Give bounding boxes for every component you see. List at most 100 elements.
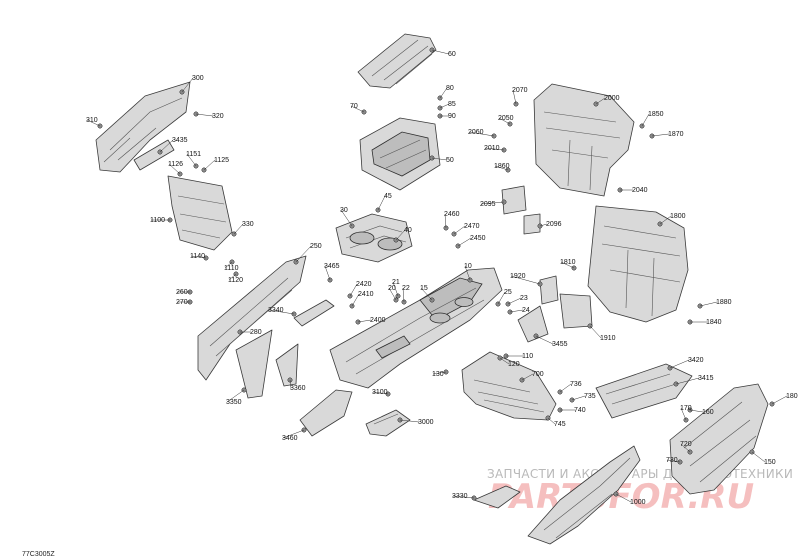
callout-300[interactable]: 300 [192, 75, 204, 82]
callout-25[interactable]: 25 [504, 289, 512, 296]
callout-130[interactable]: 130 [432, 371, 444, 378]
callout-80[interactable]: 80 [446, 85, 454, 92]
callout-3330[interactable]: 3330 [452, 493, 468, 500]
callout-1810[interactable]: 1810 [560, 259, 576, 266]
callout-1880[interactable]: 1880 [716, 299, 732, 306]
callout-260[interactable]: 260 [176, 289, 188, 296]
callout-740[interactable]: 740 [574, 407, 586, 414]
callout-310[interactable]: 310 [86, 117, 98, 124]
callout-2096[interactable]: 2096 [546, 221, 562, 228]
callout-1870[interactable]: 1870 [668, 131, 684, 138]
callout-21[interactable]: 21 [392, 279, 400, 286]
callout-1910[interactable]: 1910 [600, 335, 616, 342]
callout-745[interactable]: 745 [554, 421, 566, 428]
part-bottom-cover[interactable] [527, 445, 641, 545]
part-rear-lower-panel[interactable] [587, 205, 689, 323]
callout-2410[interactable]: 2410 [358, 291, 374, 298]
callout-1840[interactable]: 1840 [706, 319, 722, 326]
callout-1850[interactable]: 1850 [648, 111, 664, 118]
part-seat-cover[interactable] [357, 33, 437, 89]
callout-2470[interactable]: 2470 [464, 223, 480, 230]
callout-3350[interactable]: 3350 [226, 399, 242, 406]
part-center-console[interactable] [329, 267, 503, 389]
callout-45[interactable]: 45 [384, 193, 392, 200]
callout-85[interactable]: 85 [448, 101, 456, 108]
callout-3340[interactable]: 3340 [268, 307, 284, 314]
part-storage-tray[interactable] [359, 117, 441, 191]
callout-2060[interactable]: 2060 [468, 129, 484, 136]
callout-30[interactable]: 30 [340, 207, 348, 214]
callout-60[interactable]: 60 [448, 51, 456, 58]
part-lower-piece-3330[interactable] [473, 485, 521, 509]
callout-40[interactable]: 40 [404, 227, 412, 234]
callout-70[interactable]: 70 [350, 103, 358, 110]
callout-150[interactable]: 150 [764, 459, 776, 466]
part-console-guard[interactable] [335, 213, 413, 263]
part-left-rear-panel[interactable] [95, 81, 191, 173]
callout-3000[interactable]: 3000 [418, 419, 434, 426]
callout-1151[interactable]: 1151 [186, 151, 201, 158]
callout-1000[interactable]: 1000 [630, 499, 646, 506]
callout-2450[interactable]: 2450 [470, 235, 486, 242]
callout-330[interactable]: 330 [242, 221, 254, 228]
callout-1140[interactable]: 1140 [190, 253, 205, 260]
callout-23[interactable]: 23 [520, 295, 528, 302]
callout-90[interactable]: 90 [448, 113, 456, 120]
callout-24[interactable]: 24 [522, 307, 530, 314]
callout-250[interactable]: 250 [310, 243, 322, 250]
callout-1800[interactable]: 1800 [670, 213, 686, 220]
part-bracket-3435[interactable] [133, 139, 175, 171]
part-small-plates[interactable] [501, 185, 593, 343]
callout-10[interactable]: 10 [464, 263, 472, 270]
callout-2010[interactable]: 2010 [484, 145, 500, 152]
callout-3420[interactable]: 3420 [688, 357, 704, 364]
callout-1100[interactable]: 1100 [150, 217, 165, 224]
callout-110[interactable]: 110 [522, 353, 533, 360]
part-left-lower-trim[interactable] [235, 299, 335, 399]
callout-1125[interactable]: 1125 [214, 157, 229, 164]
callout-2460[interactable]: 2460 [444, 211, 460, 218]
callout-1110[interactable]: 1110 [224, 265, 239, 272]
callout-270[interactable]: 270 [176, 299, 188, 306]
callout-1120[interactable]: 1120 [228, 277, 243, 284]
callout-22[interactable]: 22 [402, 285, 410, 292]
callout-20[interactable]: 20 [388, 285, 396, 292]
callout-1920[interactable]: 1920 [510, 273, 526, 280]
part-bin-3000[interactable] [365, 409, 411, 437]
callout-2070[interactable]: 2070 [512, 87, 528, 94]
callout-280[interactable]: 280 [250, 329, 262, 336]
callout-3100[interactable]: 3100 [372, 389, 388, 396]
callout-2000[interactable]: 2000 [604, 95, 620, 102]
callout-3460[interactable]: 3460 [282, 435, 298, 442]
callout-2420[interactable]: 2420 [356, 281, 372, 288]
part-lower-trim-3460[interactable] [299, 389, 353, 437]
callout-730[interactable]: 730 [666, 457, 678, 464]
callout-3415[interactable]: 3415 [698, 375, 714, 382]
part-right-side-panels[interactable] [595, 363, 769, 495]
part-rear-tub[interactable] [461, 351, 557, 421]
callout-3455[interactable]: 3455 [552, 341, 568, 348]
callout-170[interactable]: 170 [680, 405, 692, 412]
callout-3465[interactable]: 3465 [324, 263, 340, 270]
callout-3435[interactable]: 3435 [172, 137, 188, 144]
callout-3360[interactable]: 3360 [290, 385, 306, 392]
part-left-side-panel[interactable] [197, 255, 307, 381]
callout-736[interactable]: 736 [570, 381, 582, 388]
callout-700[interactable]: 700 [532, 371, 544, 378]
callout-1860[interactable]: 1860 [494, 163, 510, 170]
callout-2040[interactable]: 2040 [632, 187, 648, 194]
callout-120[interactable]: 120 [508, 361, 520, 368]
callout-15[interactable]: 15 [420, 285, 428, 292]
callout-1126[interactable]: 1126 [168, 161, 183, 168]
callout-2050[interactable]: 2050 [498, 115, 514, 122]
part-left-inner-panel[interactable] [167, 175, 233, 251]
callout-2400[interactable]: 2400 [370, 317, 386, 324]
callout-720[interactable]: 720 [680, 441, 692, 448]
callout-320[interactable]: 320 [212, 113, 224, 120]
callout-50[interactable]: 50 [446, 157, 454, 164]
part-rear-upper-panel[interactable] [533, 83, 635, 197]
callout-160[interactable]: 160 [702, 409, 714, 416]
callout-2095[interactable]: 2095 [480, 201, 496, 208]
callout-180[interactable]: 180 [786, 393, 798, 400]
callout-735[interactable]: 735 [584, 393, 596, 400]
